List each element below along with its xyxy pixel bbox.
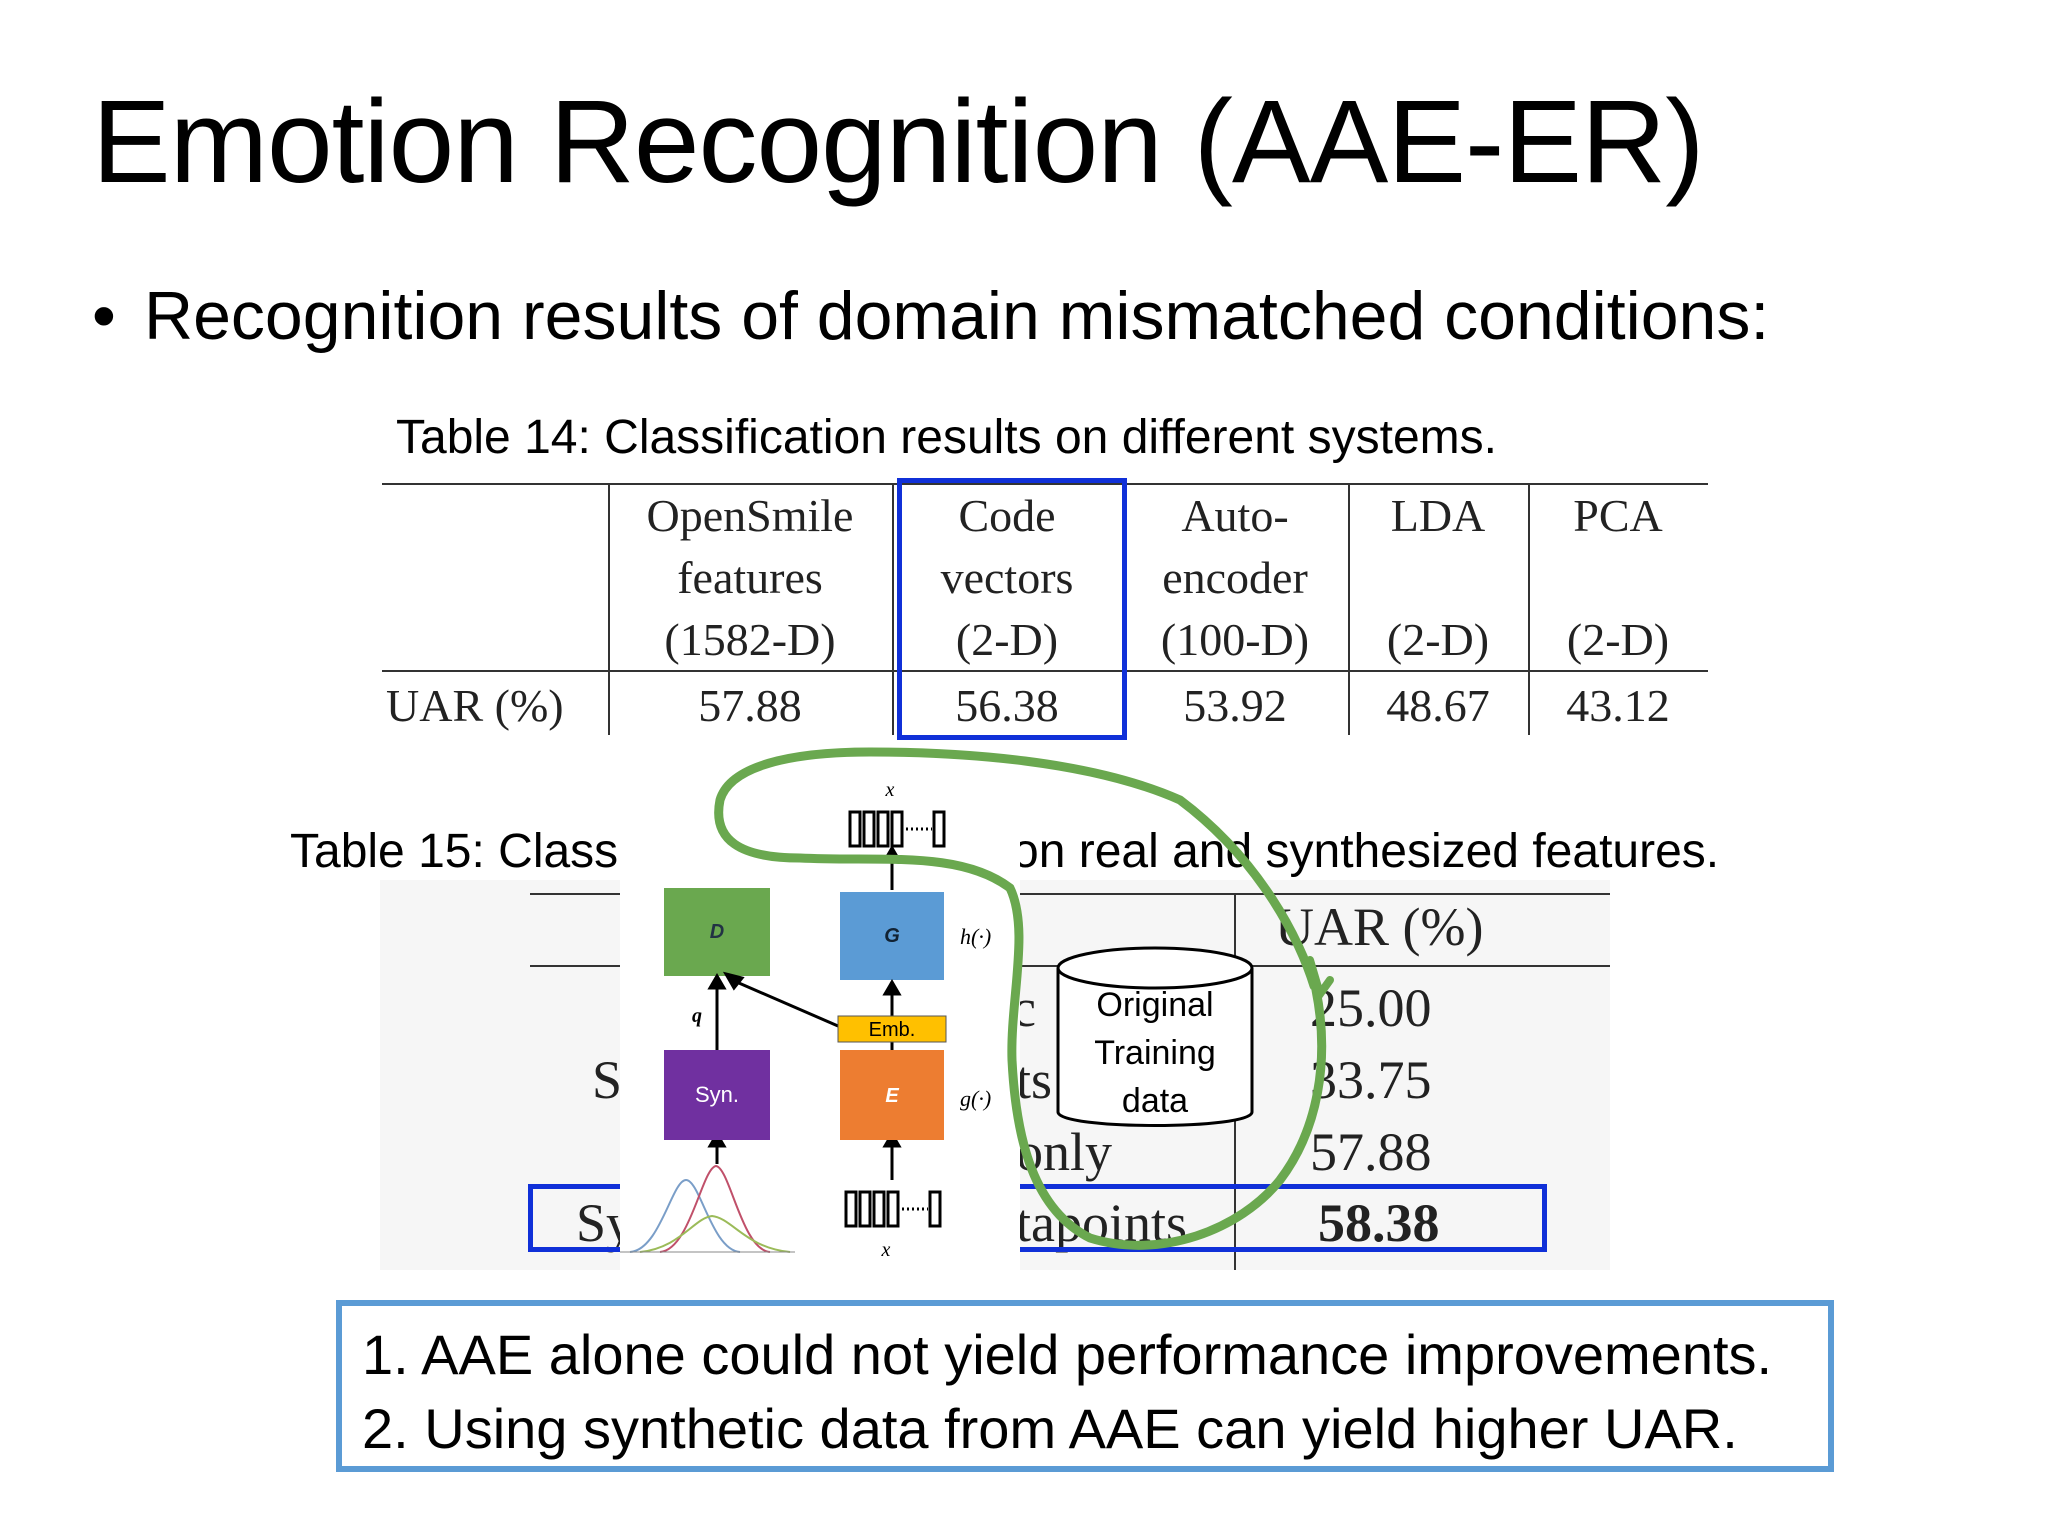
bullet-icon: • — [92, 278, 116, 354]
table15-row-label-fragment: ts — [1016, 1050, 1053, 1110]
header-line — [1528, 547, 1708, 609]
table15-value: 33.75 — [1310, 1050, 1432, 1110]
header-line: PCA — [1573, 490, 1663, 541]
gaussian-distribution-icon — [620, 1164, 795, 1253]
header-line: (100-D) — [1160, 614, 1310, 665]
x-bottom-label: x — [881, 1239, 891, 1261]
table14-header-opensmile: OpenSmile features (1582-D) — [608, 485, 892, 671]
header-line: Auto- — [1181, 490, 1289, 541]
x-top-vector-icon — [848, 810, 946, 848]
x-bottom-vector-icon — [844, 1190, 942, 1228]
table14-value: 43.12 — [1566, 680, 1670, 731]
table15-caption-right: on real and synthesized features. — [1012, 825, 1720, 878]
header-line: LDA — [1390, 490, 1486, 541]
table14-highlight-box — [897, 478, 1127, 740]
table14-header-lda: LDA (2-D) — [1348, 485, 1528, 671]
header-line: Code — [958, 490, 1056, 541]
aae-diagram: x D G h(·) q Emb. Syn. E g(·) — [620, 760, 1020, 1270]
header-line: (1582-D) — [664, 614, 836, 665]
syn-label: Syn. — [695, 1082, 739, 1107]
header-line: vectors — [940, 552, 1074, 603]
header-line: (2-D) — [1386, 614, 1490, 665]
table15-header: UAR (%) — [1275, 897, 1484, 957]
bullet-point: • Recognition results of domain mismatche… — [92, 272, 1769, 360]
table14-vline — [1528, 485, 1530, 735]
header-line: OpenSmile — [646, 490, 854, 541]
table15-value: 57.88 — [1310, 1122, 1432, 1182]
takeaway-line-1: 1. AAE alone could not yield performance… — [362, 1323, 1773, 1386]
bullet-text: Recognition results of domain mismatched… — [144, 278, 1770, 354]
table14-caption: Table 14: Classification results on diff… — [396, 411, 1497, 464]
takeaway-line-2: 2. Using synthetic data from AAE can yie… — [362, 1397, 1738, 1460]
h-func-label: h(·) — [960, 924, 991, 949]
header-line: (2-D) — [955, 614, 1059, 665]
table14-row-label: UAR (%) — [386, 680, 564, 731]
header-line: encoder — [1162, 552, 1308, 603]
table15-row-label-fragment: S — [592, 1050, 623, 1110]
table14-vline — [1348, 485, 1350, 735]
table14-divider — [382, 670, 1708, 672]
g-label: G — [884, 925, 900, 947]
e-label: E — [885, 1085, 899, 1107]
header-line: (2-D) — [1566, 614, 1670, 665]
table14-header-pca: PCA (2-D) — [1528, 485, 1708, 671]
slide-title: Emotion Recognition (AAE-ER) — [92, 76, 1705, 208]
table15-value-best: 58.38 — [1318, 1193, 1440, 1253]
table14-vline — [892, 485, 894, 735]
g-func-label: g(·) — [960, 1086, 991, 1111]
table14-value: 56.38 — [955, 680, 1059, 731]
takeaway-box: 1. AAE alone could not yield performance… — [336, 1300, 1834, 1472]
header-line: features — [677, 552, 823, 603]
table15-caption-left: Table 15: Class — [290, 825, 619, 878]
table14-header-code-vectors: Code vectors (2-D) — [892, 485, 1122, 671]
header-line — [1348, 547, 1528, 609]
table14-vline — [608, 485, 610, 735]
table15-value: 25.00 — [1310, 978, 1432, 1038]
table14-value: 53.92 — [1183, 680, 1287, 731]
emb-label: Emb. — [869, 1019, 916, 1041]
table14-value: 48.67 — [1386, 680, 1490, 731]
table15-row-label-fragment: only — [1016, 1122, 1113, 1182]
table14: OpenSmile features (1582-D) Code vectors… — [382, 483, 1708, 735]
x-top-label: x — [885, 779, 895, 801]
table14-header-autoencoder: Auto- encoder (100-D) — [1122, 485, 1348, 671]
q-label: q — [692, 1005, 702, 1027]
table14-value: 57.88 — [698, 680, 802, 731]
d-label: D — [710, 921, 724, 943]
